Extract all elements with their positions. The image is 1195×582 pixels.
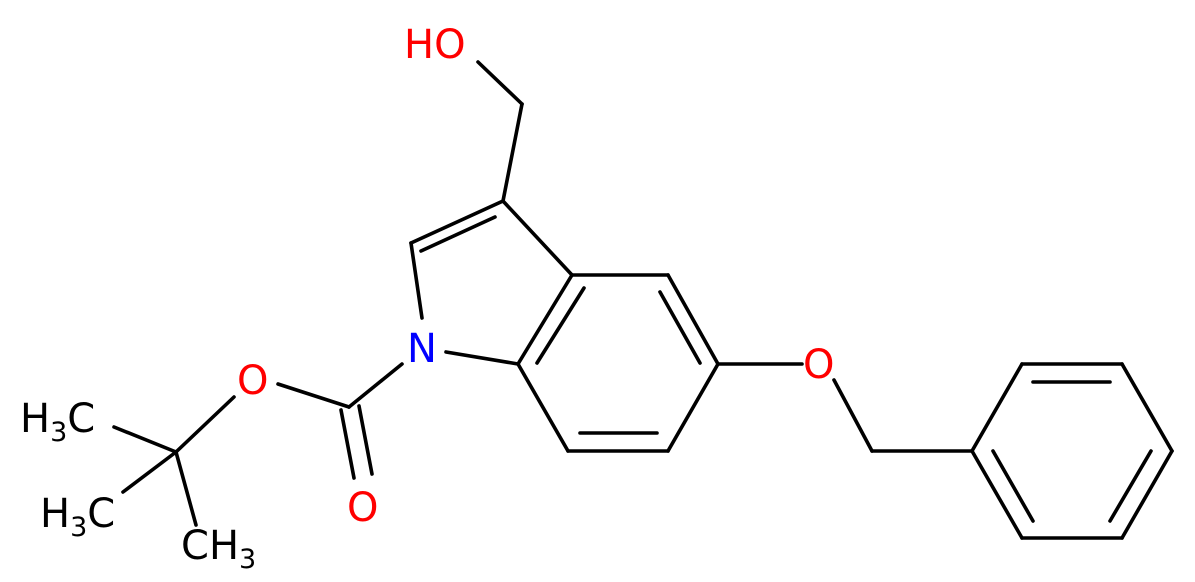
bonds — [112, 60, 1174, 540]
bond-ph4-ph5 — [1120, 449, 1174, 540]
bond-ph4-ph5-inner — [1108, 449, 1153, 523]
carbonyl-oxygen-label: O — [347, 485, 378, 531]
bond-carbonyl-double-1 — [339, 408, 356, 480]
bond-c3a-c7a — [516, 273, 574, 366]
bond-o-ch2-benzyl — [832, 378, 874, 453]
ester-oxygen-label: O — [237, 358, 268, 404]
bond-n1-carbonyl-c — [347, 362, 404, 409]
bond-tbu-me3 — [174, 450, 198, 527]
bond-ph3-ph4 — [1120, 362, 1174, 453]
bond-c5-c6 — [666, 362, 720, 453]
bond-ph1-ph2 — [970, 362, 1024, 453]
atom-labels: HO N O O O H3C H3C CH3 — [20, 22, 834, 575]
bond-carbonyl-c-o-ester — [276, 382, 351, 409]
bond-ph6-ph1-inner — [991, 449, 1035, 523]
bond-tbu-me2 — [121, 450, 178, 494]
bond-c2-n1 — [409, 241, 424, 320]
bond-c3-c2-inner — [419, 215, 497, 253]
bond-o-ch2 — [476, 60, 524, 106]
bond-ph6-ph1 — [970, 449, 1024, 540]
bond-carbonyl-double-2 — [357, 404, 374, 476]
bond-ch2-c3 — [501, 102, 524, 203]
bond-n1-c7a — [444, 350, 520, 366]
bond-c3-c3a — [501, 199, 574, 277]
bond-c7-c7a — [516, 362, 570, 453]
methyl-label-2: H3C — [40, 491, 115, 543]
bond-o-ester-tbu — [174, 395, 236, 454]
ring-nitrogen-label: N — [407, 326, 437, 372]
bond-c3-c2 — [409, 199, 505, 245]
bond-c3a-c7a-inner — [535, 286, 586, 365]
bond-c4-c5-inner — [658, 290, 702, 365]
methyl-label-3: CH3 — [181, 523, 256, 575]
ether-oxygen-label: O — [803, 342, 834, 388]
methyl-label-1: H3C — [20, 396, 95, 448]
bond-c4-c5 — [666, 273, 720, 366]
hydroxyl-label: HO — [404, 22, 466, 68]
bond-tbu-me1 — [112, 425, 178, 454]
